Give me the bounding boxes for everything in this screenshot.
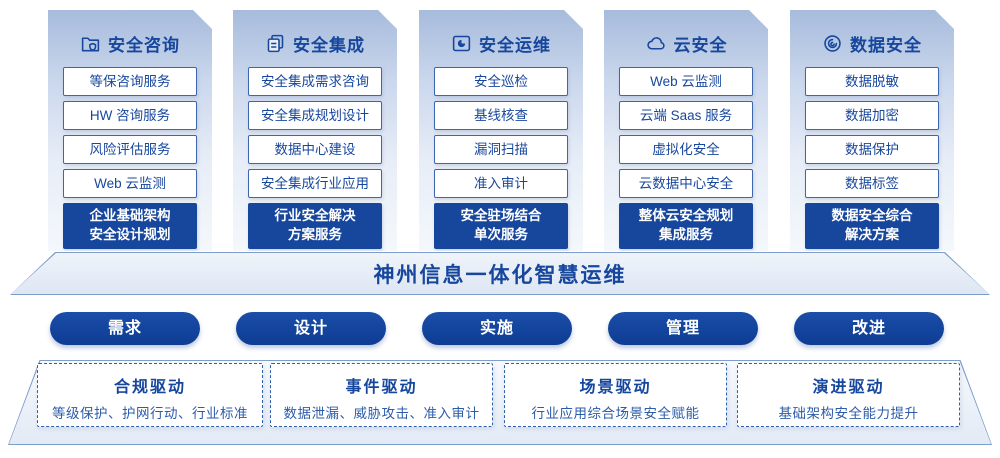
card-cloud-security: 云安全 Web 云监测 云端 Saas 服务 虚拟化安全 云数据中心安全 整体云…	[604, 10, 768, 251]
card-footer: 企业基础架构 安全设计规划	[63, 203, 197, 249]
folder-shield-icon	[80, 33, 101, 54]
service-item: 数据标签	[805, 169, 939, 198]
driver-evolution: 演进驱动 基础架构安全能力提升	[737, 363, 960, 427]
card-title: 安全集成	[233, 31, 397, 55]
service-item: 虚拟化安全	[619, 135, 753, 164]
pill-improve: 改进	[794, 312, 944, 345]
card-title-label: 安全咨询	[108, 35, 180, 55]
service-item: HW 咨询服务	[63, 101, 197, 130]
driver-title: 事件驱动	[345, 379, 418, 396]
service-item: 基线核查	[434, 101, 568, 130]
service-item: 安全巡检	[434, 67, 568, 96]
driver-title: 合规驱动	[113, 379, 186, 396]
service-item: 云端 Saas 服务	[619, 101, 753, 130]
card-title-label: 安全运维	[479, 35, 551, 55]
service-item: Web 云监测	[63, 169, 197, 198]
card-title-label: 数据安全	[850, 35, 922, 55]
service-item: 数据保护	[805, 135, 939, 164]
driver-desc: 等级保护、护网行动、行业标准	[52, 406, 248, 421]
service-item: 风险评估服务	[63, 135, 197, 164]
footer-line: 安全驻场结合	[460, 208, 542, 223]
driver-scenario: 场景驱动 行业应用综合场景安全赋能	[504, 363, 727, 427]
service-item: 漏洞扫描	[434, 135, 568, 164]
card-security-operations: 安全运维 安全巡检 基线核查 漏洞扫描 准入审计 安全驻场结合 单次服务	[419, 10, 583, 251]
monitor-clock-icon	[451, 33, 472, 54]
card-footer: 安全驻场结合 单次服务	[434, 203, 568, 249]
card-title: 安全运维	[419, 31, 583, 55]
card-title: 安全咨询	[48, 31, 212, 55]
footer-line: 整体云安全规划	[638, 208, 734, 223]
card-footer: 数据安全综合 解决方案	[805, 203, 939, 249]
card-security-integration: 安全集成 安全集成需求咨询 安全集成规划设计 数据中心建设 安全集成行业应用 行…	[233, 10, 397, 251]
card-title-label: 安全集成	[293, 35, 365, 55]
platform-banner-surface: 神州信息一体化智慧运维	[11, 253, 989, 294]
service-item: 数据脱敏	[805, 67, 939, 96]
card-items: 数据脱敏 数据加密 数据保护 数据标签	[805, 67, 939, 198]
service-item: 安全集成规划设计	[248, 101, 382, 130]
card-items: Web 云监测 云端 Saas 服务 虚拟化安全 云数据中心安全	[619, 67, 753, 198]
driver-incident: 事件驱动 数据泄漏、威胁攻击、准入审计	[270, 363, 493, 427]
card-footer: 行业安全解决 方案服务	[248, 203, 382, 249]
footer-line: 单次服务	[474, 226, 528, 242]
service-item: 准入审计	[434, 169, 568, 198]
service-item: Web 云监测	[619, 67, 753, 96]
card-footer: 整体云安全规划 集成服务	[619, 203, 753, 249]
platform-banner: 神州信息一体化智慧运维	[10, 252, 990, 295]
driver-compliance: 合规驱动 等级保护、护网行动、行业标准	[37, 363, 263, 427]
footer-line: 方案服务	[288, 226, 342, 242]
card-title: 数据安全	[790, 31, 954, 55]
service-item: 数据加密	[805, 101, 939, 130]
cloud-icon	[645, 33, 667, 54]
service-item: 等保咨询服务	[63, 67, 197, 96]
platform-banner-title: 神州信息一体化智慧运维	[373, 263, 627, 287]
card-security-consulting: 安全咨询 等保咨询服务 HW 咨询服务 风险评估服务 Web 云监测 企业基础架…	[48, 10, 212, 251]
footer-line: 集成服务	[659, 226, 713, 242]
service-item: 安全集成行业应用	[248, 169, 382, 198]
pill-implement: 实施	[422, 312, 572, 345]
footer-line: 企业基础架构	[89, 208, 171, 223]
driver-desc: 行业应用综合场景安全赋能	[531, 406, 700, 421]
card-items: 安全巡检 基线核查 漏洞扫描 准入审计	[434, 67, 568, 198]
footer-line: 安全设计规划	[89, 226, 171, 242]
footer-line: 解决方案	[845, 226, 899, 242]
fingerprint-icon	[822, 33, 843, 54]
service-item: 安全集成需求咨询	[248, 67, 382, 96]
card-title-label: 云安全	[673, 35, 728, 55]
card-items: 等保咨询服务 HW 咨询服务 风险评估服务 Web 云监测	[63, 67, 197, 198]
driver-desc: 基础架构安全能力提升	[778, 406, 919, 421]
footer-line: 数据安全综合	[831, 208, 913, 223]
service-item: 云数据中心安全	[619, 169, 753, 198]
footer-line: 行业安全解决	[274, 208, 356, 223]
pill-design: 设计	[236, 312, 386, 345]
driver-desc: 数据泄漏、威胁攻击、准入审计	[283, 406, 480, 421]
documents-icon	[265, 33, 286, 54]
service-item: 数据中心建设	[248, 135, 382, 164]
card-items: 安全集成需求咨询 安全集成规划设计 数据中心建设 安全集成行业应用	[248, 67, 382, 198]
pill-manage: 管理	[608, 312, 758, 345]
driver-title: 场景驱动	[579, 379, 652, 396]
card-data-security: 数据安全 数据脱敏 数据加密 数据保护 数据标签 数据安全综合 解决方案	[790, 10, 954, 251]
driver-title: 演进驱动	[812, 379, 885, 396]
pill-demand: 需求	[50, 312, 200, 345]
card-title: 云安全	[604, 31, 768, 55]
